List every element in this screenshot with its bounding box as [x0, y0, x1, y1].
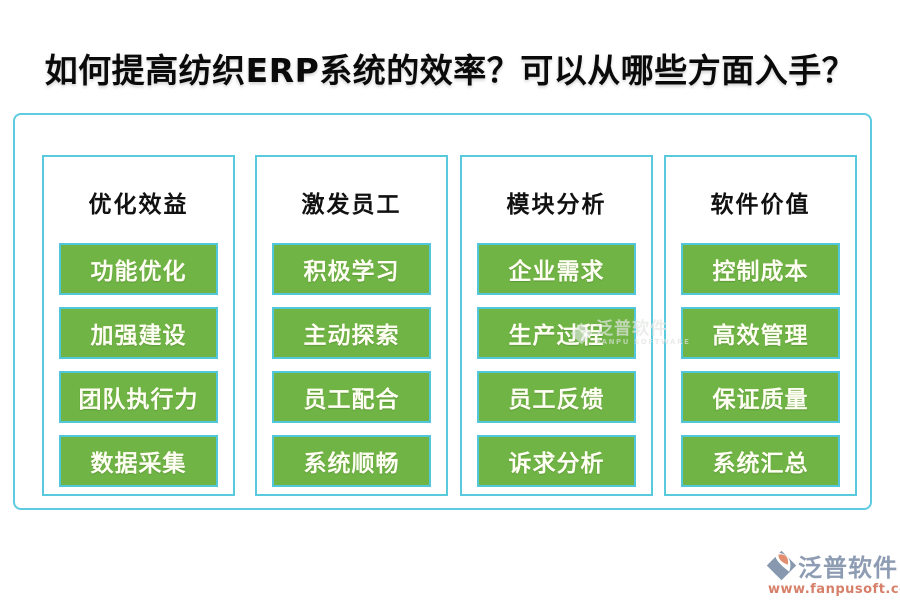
item-button[interactable]: 主动探索 [272, 307, 431, 359]
item-button[interactable]: 积极学习 [272, 243, 431, 295]
item-button[interactable]: 功能优化 [59, 243, 218, 295]
footer-brand: 泛普软件 www.fanpusoft.com [766, 548, 900, 597]
footer-brand-name: 泛普软件 [798, 554, 898, 582]
category-column-benefits: 优化效益 功能优化 加强建设 团队执行力 数据采集 [42, 155, 235, 496]
category-column-employees: 激发员工 积极学习 主动探索 员工配合 系统顺畅 [255, 155, 448, 496]
category-header: 模块分析 [506, 192, 607, 218]
item-button[interactable]: 员工反馈 [477, 371, 636, 423]
item-button[interactable]: 系统顺畅 [272, 435, 431, 487]
category-column-modules: 模块分析 企业需求 生产过程 员工反馈 诉求分析 [460, 155, 653, 496]
item-button[interactable]: 高效管理 [681, 307, 840, 359]
item-button[interactable]: 加强建设 [59, 307, 218, 359]
item-button[interactable]: 保证质量 [681, 371, 840, 423]
item-button[interactable]: 生产过程 [477, 307, 636, 359]
item-button[interactable]: 控制成本 [681, 243, 840, 295]
category-header: 激发员工 [301, 192, 402, 218]
fanpu-logo-icon [766, 550, 797, 581]
item-button[interactable]: 系统汇总 [681, 435, 840, 487]
content-frame: 优化效益 功能优化 加强建设 团队执行力 数据采集 激发员工 积极学习 主动探索… [13, 113, 872, 510]
item-button[interactable]: 员工配合 [272, 371, 431, 423]
item-button[interactable]: 企业需求 [477, 243, 636, 295]
page-title: 如何提高纺织ERP系统的效率？可以从哪些方面入手？ [44, 51, 856, 90]
category-header: 软件价值 [710, 192, 811, 218]
item-button[interactable]: 团队执行力 [59, 371, 218, 423]
footer-brand-row: 泛普软件 [766, 548, 900, 583]
item-button[interactable]: 数据采集 [59, 435, 218, 487]
category-column-value: 软件价值 控制成本 高效管理 保证质量 系统汇总 [664, 155, 857, 496]
item-button[interactable]: 诉求分析 [477, 435, 636, 487]
footer-website-link[interactable]: www.fanpusoft.com [768, 582, 900, 597]
category-header: 优化效益 [88, 192, 189, 218]
